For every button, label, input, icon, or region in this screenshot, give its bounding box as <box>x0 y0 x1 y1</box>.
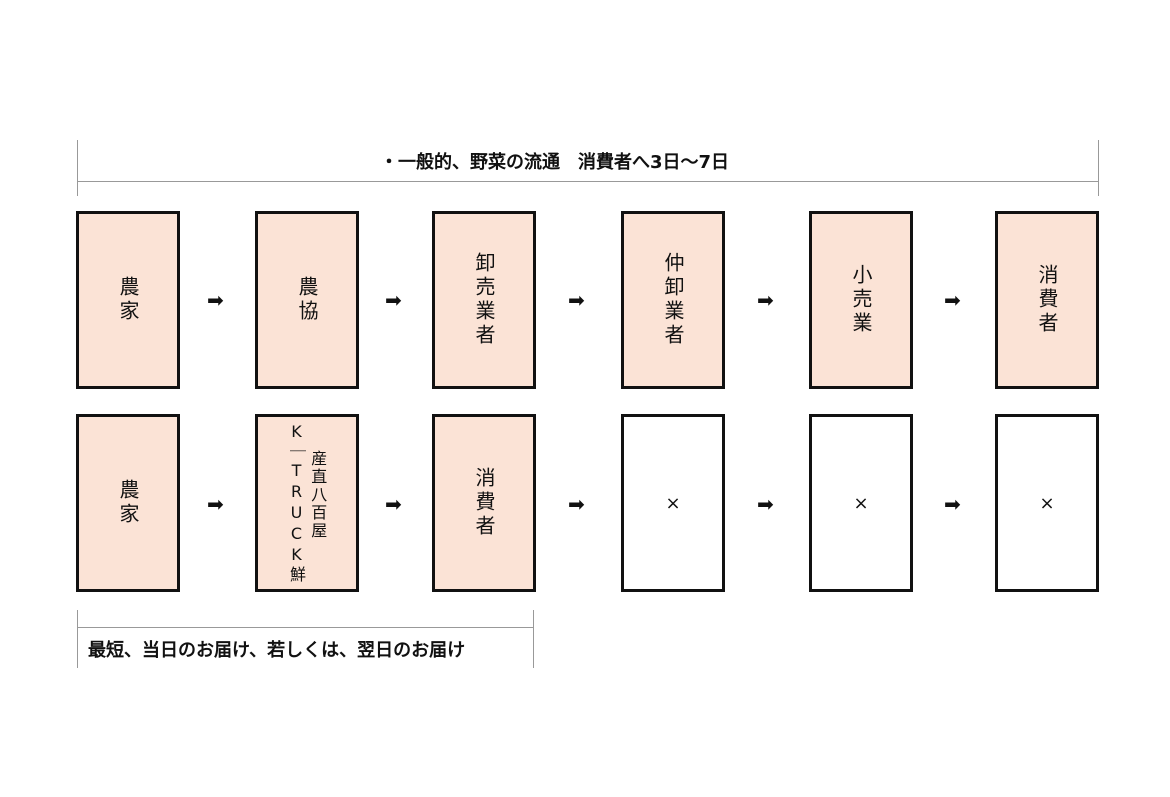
bottom-bracket-right <box>533 610 534 668</box>
box-farmer-direct: 農家 <box>76 414 180 592</box>
box-skipped: × <box>621 414 725 592</box>
top-bracket-right <box>1098 140 1099 196</box>
ktruck-main-label: 産直八百屋 <box>308 450 328 540</box>
ktruck-label: 産直八百屋 K｜TRUCK鮮 <box>287 422 327 584</box>
arrow-right-icon: ➡ <box>207 492 224 516</box>
box-skipped: × <box>809 414 913 592</box>
arrow-right-icon: ➡ <box>207 288 224 312</box>
box-skipped: × <box>995 414 1099 592</box>
top-label: ・一般的、野菜の流通 消費者へ3日〜7日 <box>380 152 730 173</box>
box-label: 農家 <box>116 276 140 324</box>
top-bracket-line <box>77 181 1099 182</box>
arrow-right-icon: ➡ <box>757 492 774 516</box>
cross-mark: × <box>853 492 869 514</box>
box-label: 仲卸業者 <box>661 252 685 348</box>
box-ktruck: 産直八百屋 K｜TRUCK鮮 <box>255 414 359 592</box>
box-consumer-direct: 消費者 <box>432 414 536 592</box>
box-label: 消費者 <box>1035 264 1059 336</box>
bottom-label: 最短、当日のお届け、若しくは、翌日のお届け <box>88 640 466 661</box>
box-label: 消費者 <box>472 467 496 539</box>
arrow-right-icon: ➡ <box>385 288 402 312</box>
top-bracket-left <box>77 140 78 196</box>
arrow-right-icon: ➡ <box>568 492 585 516</box>
arrow-right-icon: ➡ <box>944 492 961 516</box>
box-agri-coop: 農協 <box>255 211 359 389</box>
arrow-right-icon: ➡ <box>757 288 774 312</box>
box-label: 卸売業者 <box>472 252 496 348</box>
box-consumer: 消費者 <box>995 211 1099 389</box>
arrow-right-icon: ➡ <box>944 288 961 312</box>
cross-mark: × <box>1039 492 1055 514</box>
box-label: 農協 <box>295 276 319 324</box>
box-farmer: 農家 <box>76 211 180 389</box>
box-wholesaler: 卸売業者 <box>432 211 536 389</box>
arrow-right-icon: ➡ <box>568 288 585 312</box>
box-label: 小売業 <box>849 264 873 336</box>
cross-mark: × <box>665 492 681 514</box>
bottom-bracket-line <box>77 627 534 628</box>
box-retailer: 小売業 <box>809 211 913 389</box>
ktruck-sub-label: K｜TRUCK鮮 <box>287 422 306 584</box>
box-intermediate-wholesaler: 仲卸業者 <box>621 211 725 389</box>
arrow-right-icon: ➡ <box>385 492 402 516</box>
box-label: 農家 <box>116 479 140 527</box>
bottom-bracket-left <box>77 610 78 668</box>
